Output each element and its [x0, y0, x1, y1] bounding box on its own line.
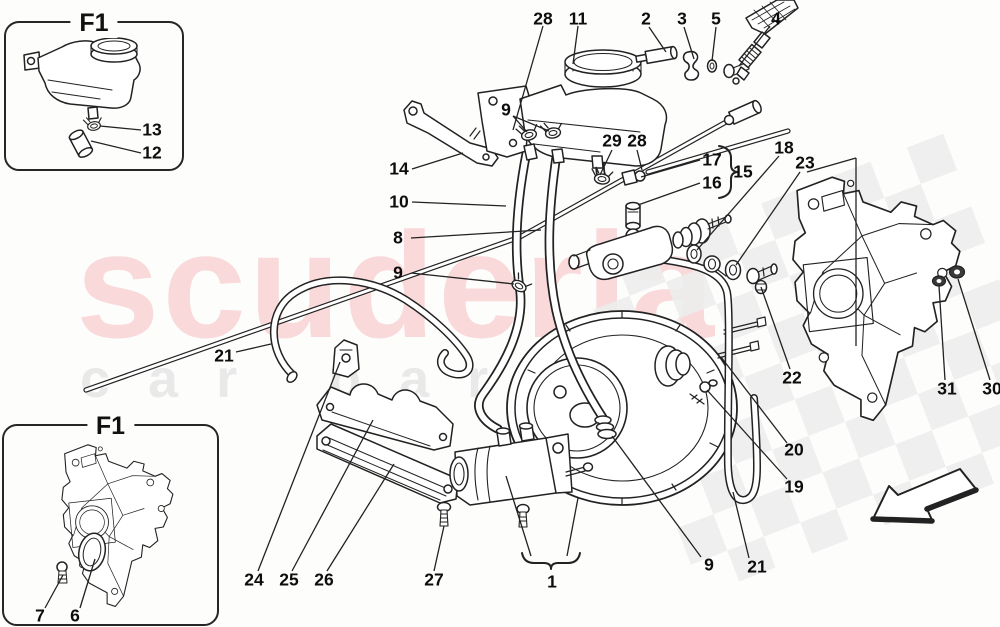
brake-fluid-reservoir	[477, 49, 668, 169]
callout-8: 8	[393, 227, 403, 248]
vacuum-tube	[646, 254, 761, 504]
callout-29: 29	[602, 130, 622, 151]
leader-line	[410, 229, 542, 239]
leader-line	[410, 272, 515, 285]
leader-line	[611, 435, 702, 558]
sound-deadening-panels	[316, 339, 459, 527]
inset-label-f1-top: F1	[70, 9, 118, 38]
pipe-union	[621, 99, 791, 186]
callout-9: 9	[393, 262, 403, 283]
curly-brace-15	[718, 145, 738, 199]
leader-line	[696, 155, 780, 251]
direction-arrow-icon	[870, 468, 979, 524]
leader-line	[572, 25, 579, 65]
leader-line	[599, 149, 613, 176]
leader-line	[79, 558, 96, 609]
leader-line	[326, 463, 395, 572]
leader-line	[411, 201, 507, 207]
leader-line	[512, 115, 528, 133]
callout-3: 3	[677, 8, 687, 29]
callout-9: 9	[501, 99, 511, 120]
leader-line	[720, 356, 788, 444]
callout-26: 26	[314, 569, 334, 590]
leader-line	[566, 497, 579, 557]
leader-line	[732, 491, 750, 559]
callout-28: 28	[627, 130, 647, 151]
leader-line	[636, 149, 643, 171]
callout-15: 15	[733, 161, 753, 182]
callout-7: 7	[35, 605, 45, 626]
leader-line	[760, 286, 791, 370]
clutch-master-cylinder	[568, 201, 778, 285]
leader-line	[512, 25, 544, 131]
callout-21: 21	[747, 556, 767, 577]
callout-27: 27	[424, 569, 444, 590]
leader-line	[90, 140, 142, 154]
inset-plate	[56, 444, 174, 608]
inset-box-bottom: F1	[2, 412, 219, 626]
leader-line	[711, 26, 717, 62]
leader-line	[44, 574, 64, 609]
leader-line	[735, 171, 801, 266]
master-cylinder	[449, 422, 594, 528]
callout-9: 9	[704, 554, 714, 575]
callout-28: 28	[533, 8, 553, 29]
leader-line	[706, 389, 788, 480]
callout-17: 17	[702, 149, 722, 170]
callout-23: 23	[795, 152, 815, 173]
leader-line	[235, 343, 272, 353]
callout-11: 11	[568, 8, 588, 29]
callout-1: 1	[547, 571, 557, 592]
leader-line	[683, 26, 695, 60]
callout-22: 22	[782, 367, 802, 388]
callout-31: 31	[937, 378, 957, 399]
leader-line	[99, 125, 142, 131]
leader-line	[512, 115, 550, 132]
inset-box-top: F1	[4, 9, 184, 171]
leader-line	[411, 152, 464, 170]
callout-4: 4	[771, 8, 781, 29]
callout-20: 20	[784, 439, 804, 460]
underbrace-1	[521, 552, 581, 570]
leader-line	[640, 159, 701, 178]
callout-2: 2	[641, 8, 651, 29]
leader-line	[957, 278, 991, 381]
callout-14: 14	[389, 158, 409, 179]
callout-30: 30	[982, 378, 1000, 399]
callout-13: 13	[142, 119, 162, 140]
callout-12: 12	[142, 142, 162, 163]
leader-line	[505, 475, 532, 557]
leader-line	[291, 419, 374, 572]
callout-19: 19	[784, 476, 804, 497]
callout-25: 25	[279, 569, 299, 590]
callout-6: 6	[70, 605, 80, 626]
callout-10: 10	[389, 191, 409, 212]
leader-line	[257, 361, 341, 572]
leader-line	[938, 285, 946, 381]
leader-line	[806, 157, 857, 173]
inset-reservoir	[23, 37, 141, 158]
screw-27	[436, 501, 452, 527]
callout-16: 16	[702, 172, 722, 193]
callout-5: 5	[711, 8, 721, 29]
leader-line	[433, 525, 445, 572]
leader-line	[637, 182, 701, 206]
leader-line	[648, 26, 667, 53]
brake-line-loop	[270, 276, 474, 384]
callout-21: 21	[214, 345, 234, 366]
inset-label-f1-bottom: F1	[86, 412, 135, 441]
callout-24: 24	[244, 569, 264, 590]
callout-18: 18	[774, 137, 794, 158]
cable-and-fittings	[635, 0, 799, 85]
leader-line	[738, 25, 771, 67]
